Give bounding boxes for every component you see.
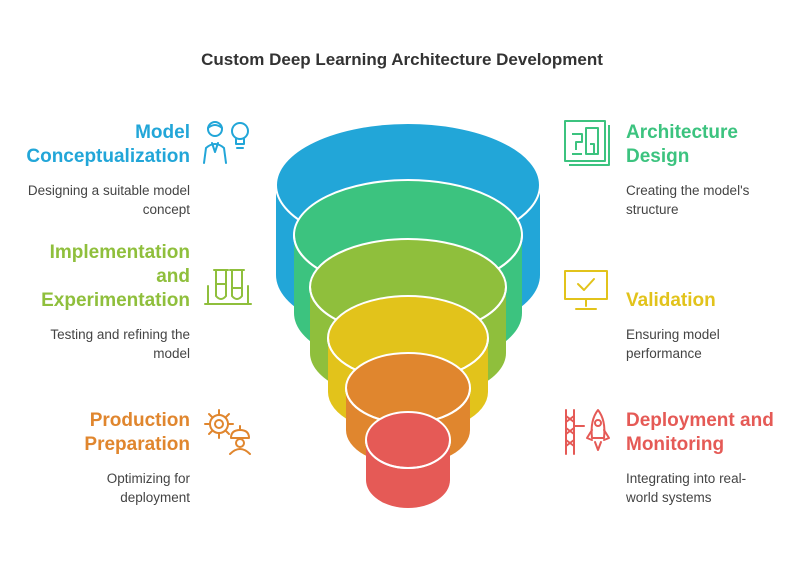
stage-3-heading: Implementation and Experimentation: [41, 242, 190, 311]
funnel-layer-rim: [365, 439, 451, 469]
stage-6-description: Integrating into real-world systems: [626, 471, 747, 505]
person-lightbulb-icon: [203, 121, 249, 164]
monitor-check-icon: [564, 270, 608, 310]
stage-4-description: Ensuring model performance: [626, 327, 720, 361]
stage-1-description: Designing a suitable model concept: [27, 183, 190, 217]
blueprint-icon: [564, 120, 610, 166]
stage-4-heading: Validation: [626, 290, 716, 311]
stage-5-heading: Production Preparation: [84, 410, 190, 455]
test-tubes-icon: [204, 269, 252, 305]
stage-6-heading: Deployment and Monitoring: [626, 410, 774, 455]
stage-2-heading: Architecture Design: [626, 122, 738, 167]
stage-1-heading: Model Conceptualization: [26, 122, 190, 167]
diagram-title: Custom Deep Learning Architecture Develo…: [201, 50, 603, 69]
rocket-launch-icon: [565, 409, 610, 455]
stage-2-description: Creating the model's structure: [626, 183, 750, 217]
stage-3-description: Testing and refining the model: [50, 327, 190, 361]
gear-worker-icon: [204, 409, 251, 455]
funnel-layer-6: [365, 411, 451, 508]
stage-5-description: Optimizing for deployment: [106, 471, 190, 505]
